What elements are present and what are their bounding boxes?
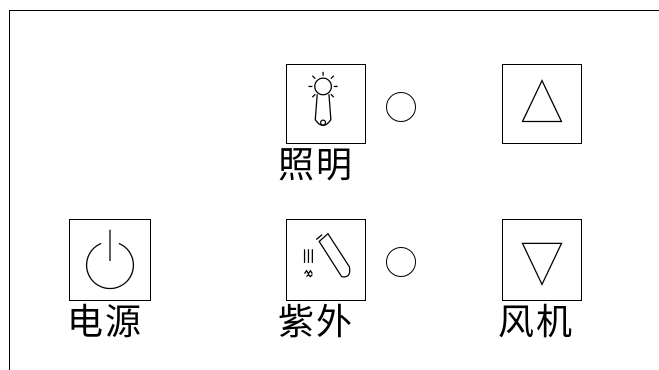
triangle-up-icon bbox=[521, 79, 563, 123]
lighting-label: 照明 bbox=[278, 145, 355, 186]
light-bulb-icon bbox=[308, 71, 338, 127]
power-button[interactable] bbox=[69, 219, 151, 301]
panel-frame bbox=[9, 10, 659, 370]
uv-lamp-icon bbox=[303, 232, 351, 278]
uv-button[interactable] bbox=[286, 219, 366, 301]
lighting-indicator bbox=[386, 92, 416, 122]
power-label: 电源 bbox=[67, 302, 144, 343]
uv-indicator bbox=[386, 247, 416, 277]
fan-down-button[interactable] bbox=[502, 219, 582, 301]
control-panel: 照明 电源 紫外 bbox=[9, 10, 659, 370]
triangle-down-icon bbox=[521, 242, 563, 286]
fan-label: 风机 bbox=[498, 302, 575, 343]
power-icon bbox=[85, 229, 135, 290]
fan-up-button[interactable] bbox=[502, 64, 582, 144]
uv-label: 紫外 bbox=[278, 302, 355, 343]
lighting-button[interactable] bbox=[286, 64, 366, 144]
